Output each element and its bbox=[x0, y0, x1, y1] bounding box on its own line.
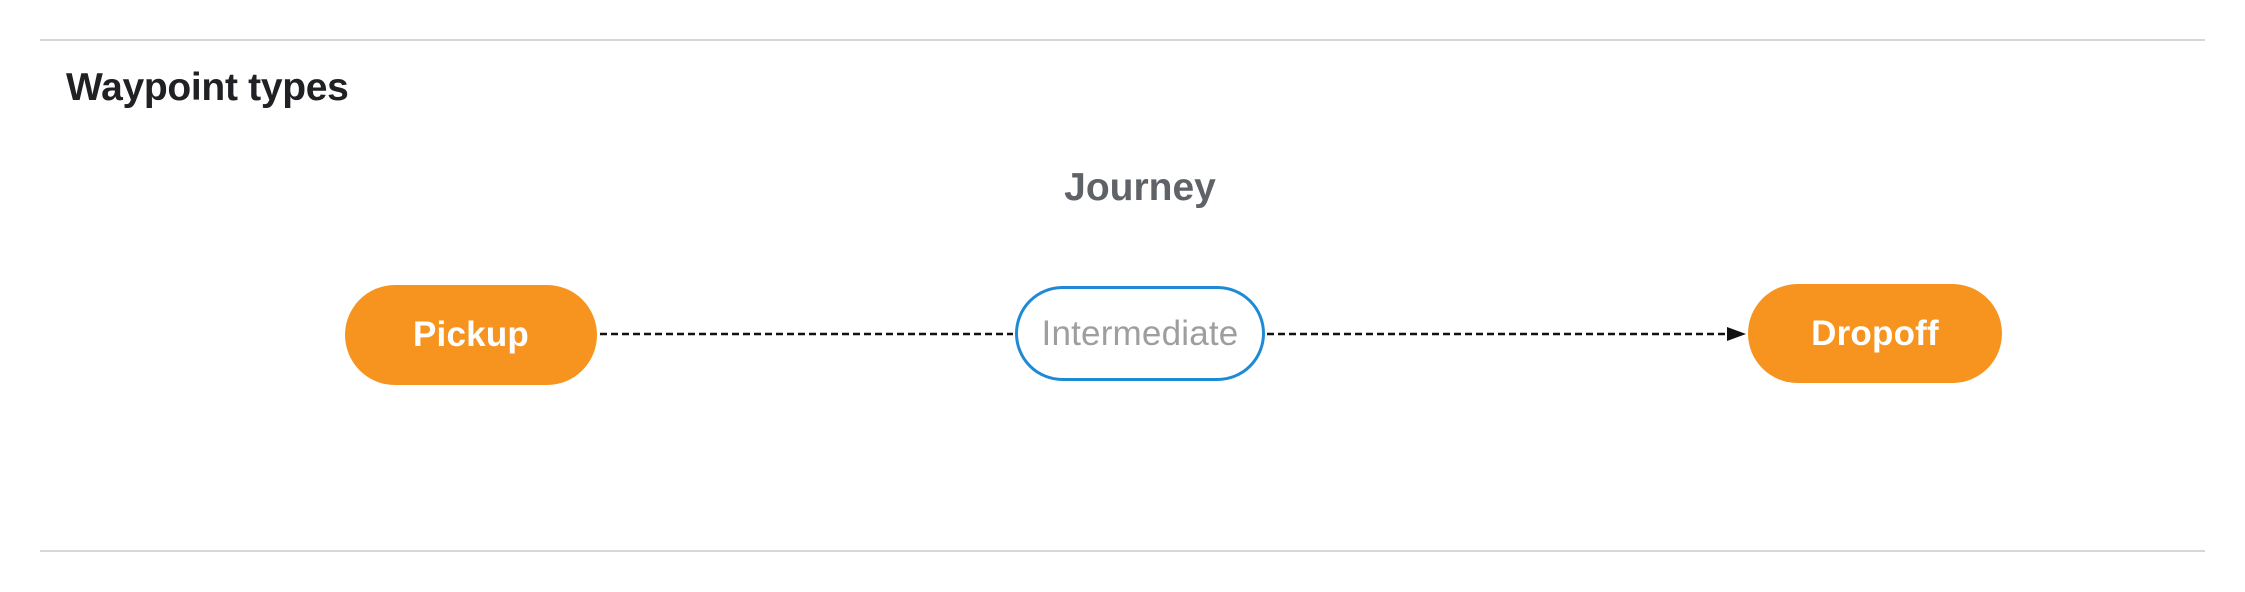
arrowhead-icon bbox=[1727, 327, 1746, 341]
bottom-divider bbox=[40, 550, 2205, 552]
node-dropoff: Dropoff bbox=[1748, 284, 2002, 383]
node-pickup-label: Pickup bbox=[413, 315, 529, 354]
node-pickup: Pickup bbox=[345, 285, 597, 385]
node-intermediate: Intermediate bbox=[1015, 286, 1265, 381]
node-dropoff-label: Dropoff bbox=[1811, 313, 1939, 353]
page-title: Waypoint types bbox=[66, 66, 349, 109]
node-intermediate-label: Intermediate bbox=[1041, 313, 1239, 353]
top-divider bbox=[40, 39, 2205, 41]
journey-caption: Journey bbox=[1064, 166, 1216, 209]
